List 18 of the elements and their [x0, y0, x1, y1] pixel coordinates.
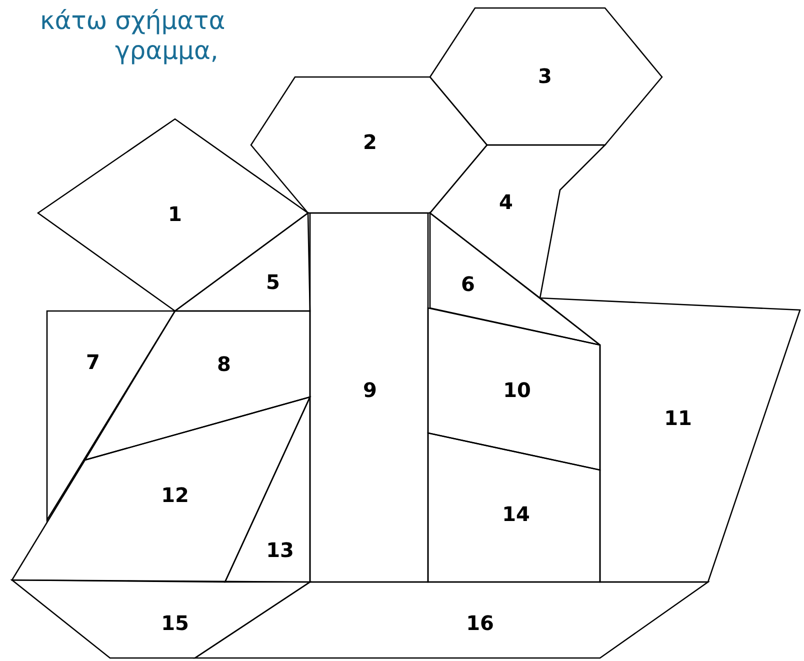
- piece-number: 3: [538, 66, 552, 86]
- piece-number: 13: [266, 540, 294, 560]
- piece-number: 6: [461, 274, 475, 294]
- piece-number: 4: [499, 192, 513, 212]
- piece-number: 5: [266, 272, 280, 292]
- piece-number: 2: [363, 132, 377, 152]
- piece-number: 15: [161, 613, 189, 633]
- piece-number: 9: [363, 380, 377, 400]
- piece-number: 8: [217, 354, 231, 374]
- instruction-text: κάτω σχήματα: [40, 8, 226, 33]
- piece-number: 16: [466, 613, 494, 633]
- piece-number: 10: [503, 380, 531, 400]
- piece-number: 14: [502, 504, 530, 524]
- piece-number: 12: [161, 485, 189, 505]
- piece-number: 7: [86, 352, 100, 372]
- piece-number: 1: [168, 204, 182, 224]
- piece-number: 11: [664, 408, 692, 428]
- instruction-text: γραμμα,: [115, 38, 218, 63]
